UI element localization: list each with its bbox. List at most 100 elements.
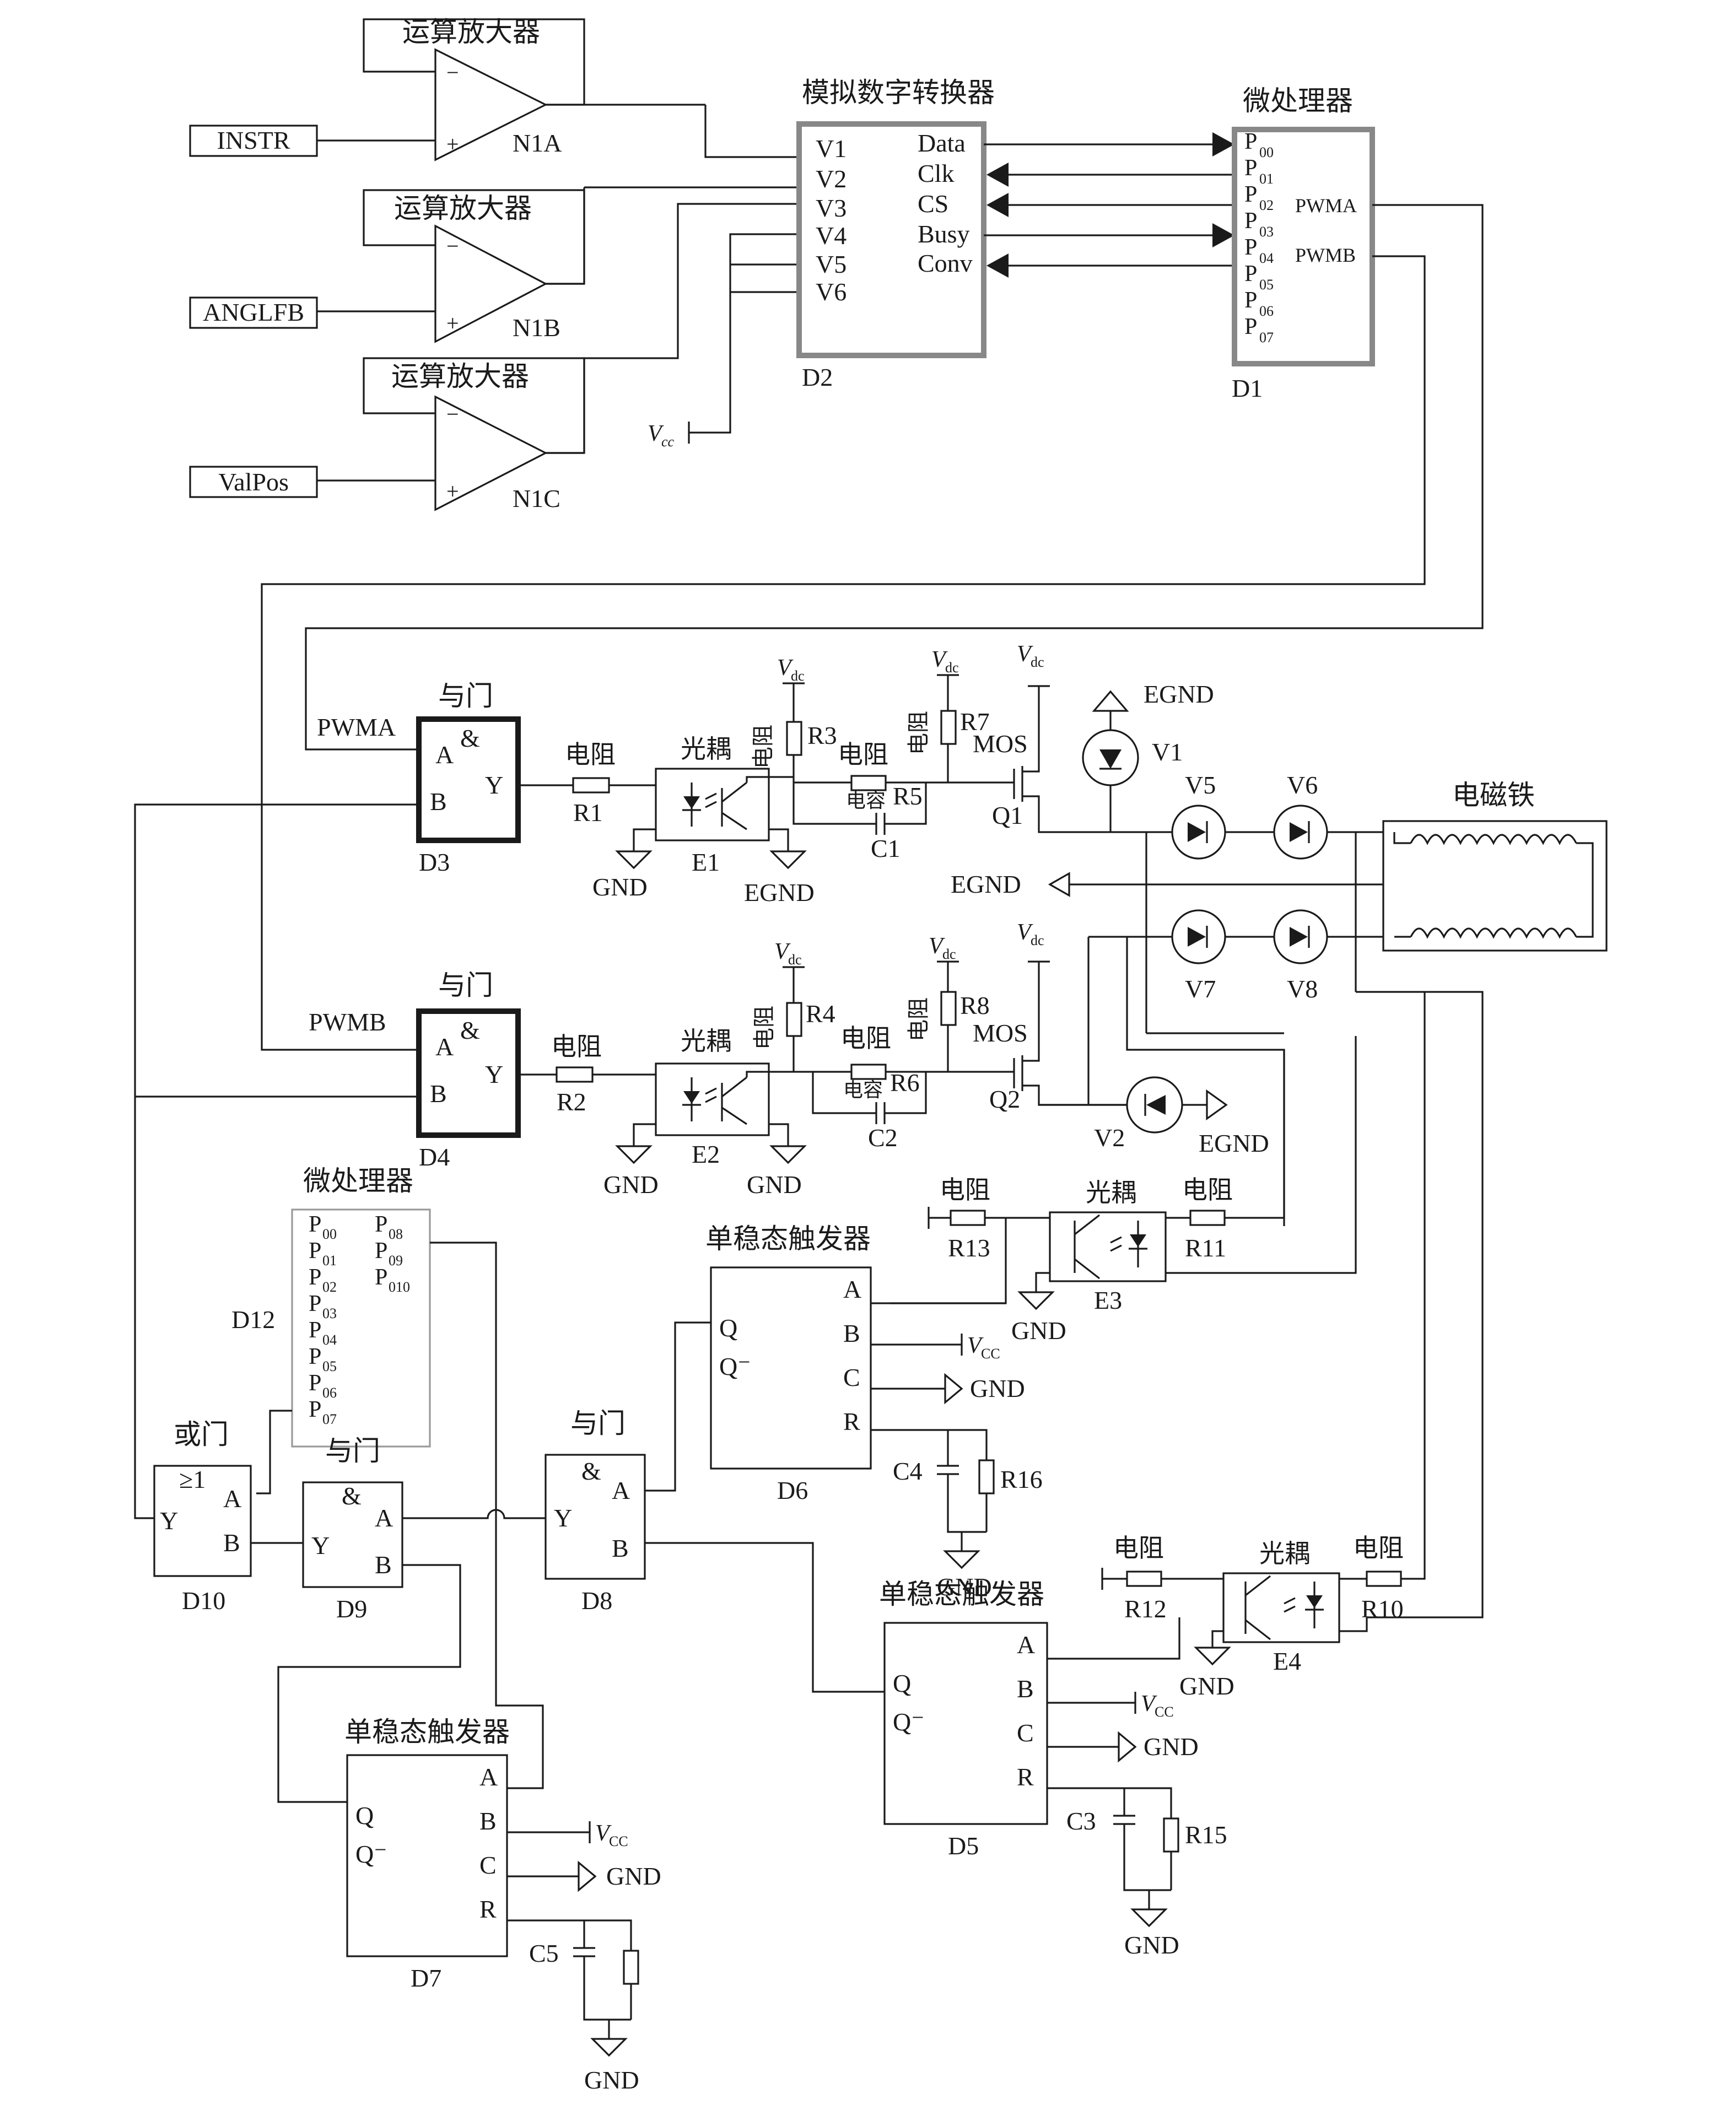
svg-text:V: V: [1141, 1691, 1157, 1717]
svg-text:N1B: N1B: [513, 314, 560, 342]
mosfet-q2: V dc MOS Q2: [948, 920, 1130, 1113]
svg-text:EGND: EGND: [744, 878, 815, 906]
svg-text:R2: R2: [557, 1088, 586, 1116]
svg-text:V: V: [1017, 641, 1033, 667]
svg-text:A: A: [435, 741, 454, 769]
svg-text:+: +: [446, 132, 459, 157]
svg-text:B: B: [843, 1319, 860, 1347]
monostable-d7: 单稳态触发器 A B C R Q Q⁻ D7: [344, 1717, 510, 1992]
resistor-r7: V dc R7 电阻: [906, 647, 990, 783]
svg-text:C4: C4: [893, 1457, 923, 1485]
svg-text:电阻: 电阻: [1113, 1534, 1164, 1562]
svg-text:B: B: [223, 1529, 240, 1557]
svg-text:Q⁻: Q⁻: [719, 1352, 751, 1380]
svg-text:B: B: [1017, 1675, 1034, 1703]
svg-text:C2: C2: [868, 1124, 898, 1152]
svg-text:V: V: [931, 647, 948, 672]
adc-ref: D2: [802, 363, 833, 391]
capacitor-c3: C3: [1066, 1807, 1171, 1891]
svg-text:D6: D6: [777, 1476, 808, 1504]
resistor-r16: [623, 1950, 639, 2020]
svg-text:dc: dc: [791, 668, 805, 684]
svg-text:GND: GND: [606, 1862, 661, 1890]
svg-text:R1: R1: [573, 798, 603, 827]
svg-text:P: P: [1244, 182, 1257, 207]
svg-text:GND: GND: [603, 1170, 659, 1199]
svg-text:R3: R3: [807, 721, 837, 749]
svg-text:dc: dc: [945, 660, 959, 676]
svg-text:03: 03: [1259, 224, 1274, 240]
svg-text:CC: CC: [609, 1833, 628, 1849]
svg-text:&: &: [342, 1482, 362, 1510]
svg-text:Q⁻: Q⁻: [355, 1840, 387, 1868]
svg-text:GND: GND: [747, 1170, 802, 1199]
svg-text:电阻: 电阻: [752, 1006, 777, 1050]
resistor-r14: R15: [1163, 1817, 1227, 1890]
resistor-r13: 电阻 R13: [928, 1176, 1050, 1262]
svg-text:R4: R4: [806, 1000, 835, 1028]
monostable-d5: 单稳态触发器 A B C R Q Q⁻ D5: [879, 1579, 1048, 1860]
svg-text:电阻: 电阻: [906, 711, 931, 755]
resistor-r4: V dc R4 电阻: [752, 939, 835, 1073]
svg-text:Q1: Q1: [992, 801, 1023, 829]
svg-text:V: V: [595, 1821, 612, 1846]
optocoupler-e2: 光耦 E2: [655, 1027, 770, 1168]
svg-text:A: A: [612, 1476, 630, 1504]
svg-text:电阻: 电阻: [838, 741, 888, 769]
svg-text:C5: C5: [529, 1939, 559, 1967]
svg-text:−: −: [446, 234, 459, 258]
svg-text:PWMA: PWMA: [1295, 195, 1357, 217]
svg-text:P: P: [375, 1238, 387, 1264]
svg-text:R10: R10: [1361, 1595, 1404, 1623]
svg-text:ANGLFB: ANGLFB: [203, 298, 304, 326]
svg-text:V5: V5: [1185, 771, 1216, 799]
svg-text:电阻: 电阻: [1353, 1534, 1404, 1562]
svg-text:V5: V5: [816, 250, 847, 278]
svg-text:Clk: Clk: [918, 159, 954, 187]
svg-text:Q: Q: [893, 1669, 911, 1697]
capacitor-c5: C5: [529, 1939, 631, 2021]
svg-text:C1: C1: [871, 834, 901, 862]
svg-text:cc: cc: [661, 434, 675, 450]
svg-text:08: 08: [389, 1226, 403, 1242]
svg-text:B: B: [430, 1080, 447, 1108]
svg-text:GND: GND: [1124, 1931, 1179, 1959]
optocoupler-e1: 光耦 E1: [655, 735, 770, 876]
diode-v2: EGND V2: [1094, 1076, 1269, 1157]
svg-text:07: 07: [1259, 330, 1274, 346]
capacitor-c1: C1: [854, 783, 927, 862]
svg-text:010: 010: [389, 1279, 410, 1295]
svg-text:02: 02: [322, 1279, 337, 1295]
svg-text:V1: V1: [1152, 738, 1183, 766]
svg-text:R11: R11: [1185, 1234, 1226, 1262]
svg-text:E1: E1: [692, 848, 720, 876]
svg-text:−: −: [446, 402, 459, 427]
svg-text:Data: Data: [918, 129, 966, 157]
svg-text:Y: Y: [485, 1060, 503, 1088]
svg-text:V1: V1: [816, 134, 847, 163]
resistor-r11: 电阻 R11: [1166, 1050, 1285, 1262]
svg-text:微处理器: 微处理器: [303, 1165, 413, 1196]
svg-text:E3: E3: [1094, 1286, 1122, 1314]
svg-text:V6: V6: [1287, 771, 1318, 799]
svg-text:05: 05: [322, 1358, 337, 1374]
svg-text:R5: R5: [893, 782, 923, 810]
diode-v8: V8: [1273, 909, 1328, 1003]
svg-text:GND: GND: [584, 2066, 639, 2094]
svg-text:V: V: [648, 421, 664, 446]
svg-text:单稳态触发器: 单稳态触发器: [705, 1223, 871, 1254]
diode-v1: EGND V1: [1082, 680, 1214, 832]
svg-text:Y: Y: [160, 1507, 178, 1535]
svg-text:Q⁻: Q⁻: [893, 1708, 925, 1736]
diode-v6: V6: [1273, 771, 1328, 860]
adc-title: 模拟数字转换器: [802, 77, 995, 108]
svg-text:Q2: Q2: [989, 1085, 1020, 1113]
and-gate-d9: & A B Y 与门 D9: [302, 1436, 403, 1623]
svg-text:V8: V8: [1287, 975, 1318, 1003]
svg-text:单稳态触发器: 单稳态触发器: [344, 1717, 510, 1747]
svg-text:P: P: [309, 1238, 321, 1264]
capacitor-c4: C4: [893, 1457, 986, 1533]
svg-text:R15: R15: [1185, 1821, 1227, 1849]
